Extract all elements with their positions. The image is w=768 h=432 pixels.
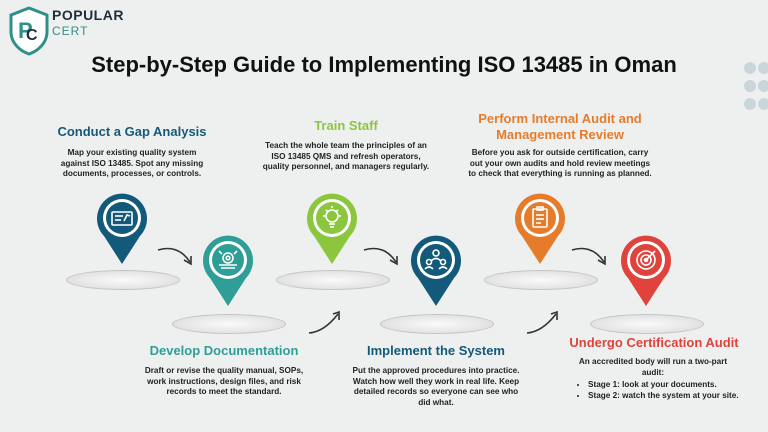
stage-1-item: Stage 1: look at your documents. [588, 380, 746, 391]
brand-name: POPULAR [52, 7, 124, 23]
brand-logo: P C [8, 6, 50, 61]
step6-intro: An accredited body will run a two-part a… [578, 357, 728, 377]
audit-clipboard-icon [532, 206, 548, 228]
step1-pin [96, 192, 148, 266]
lightbulb-gear-icon [323, 206, 341, 228]
brand-sub: CERT [52, 24, 89, 38]
step4-pedestal [380, 314, 494, 334]
step1-pedestal [66, 270, 180, 290]
arrow-5-6 [570, 244, 610, 268]
step1-text: Map your existing quality system against… [60, 148, 204, 178]
arrow-2-3 [306, 310, 344, 336]
document-gear-icon [218, 250, 238, 269]
step3-pedestal [276, 270, 390, 290]
target-icon [636, 250, 656, 270]
checklist-icon [111, 211, 133, 226]
step5-heading-line2: Management Review [496, 127, 624, 142]
step1-heading: Conduct a Gap Analysis [57, 124, 207, 139]
svg-text:C: C [26, 27, 38, 44]
step5-text: Before you ask for outside certification… [468, 148, 652, 178]
step3-pin [306, 192, 358, 266]
step6-heading: Undergo Certification Audit [569, 335, 739, 350]
step5-pin [514, 192, 566, 266]
step3-text: Teach the whole team the principles of a… [262, 141, 430, 171]
shield-logo-icon: P C [9, 6, 49, 56]
step2-text: Draft or revise the quality manual, SOPs… [144, 366, 304, 396]
step4-text: Put the approved procedures into practic… [352, 366, 520, 407]
step6-pedestal [590, 314, 704, 334]
step5-heading-line1: Perform Internal Audit and [478, 111, 642, 126]
page-title: Step-by-Step Guide to Implementing ISO 1… [91, 52, 677, 77]
step2-heading: Develop Documentation [149, 343, 299, 358]
arrow-4-5 [524, 310, 562, 336]
stage-2-item: Stage 2: watch the system at your site. [588, 391, 746, 402]
step4-heading: Implement the System [367, 343, 505, 358]
step6-pin [620, 234, 672, 308]
team-icon [424, 249, 448, 270]
step6-stages: Stage 1: look at your documents. Stage 2… [576, 380, 746, 401]
step2-pedestal [172, 314, 286, 334]
step3-heading: Train Staff [314, 118, 378, 133]
svg-text:P: P [18, 18, 33, 43]
arrow-3-4 [362, 244, 402, 268]
decorative-dots [744, 62, 768, 110]
step4-pin [410, 234, 462, 308]
arrow-1-2 [156, 244, 196, 268]
step2-pin [202, 234, 254, 308]
step5-pedestal [484, 270, 598, 290]
